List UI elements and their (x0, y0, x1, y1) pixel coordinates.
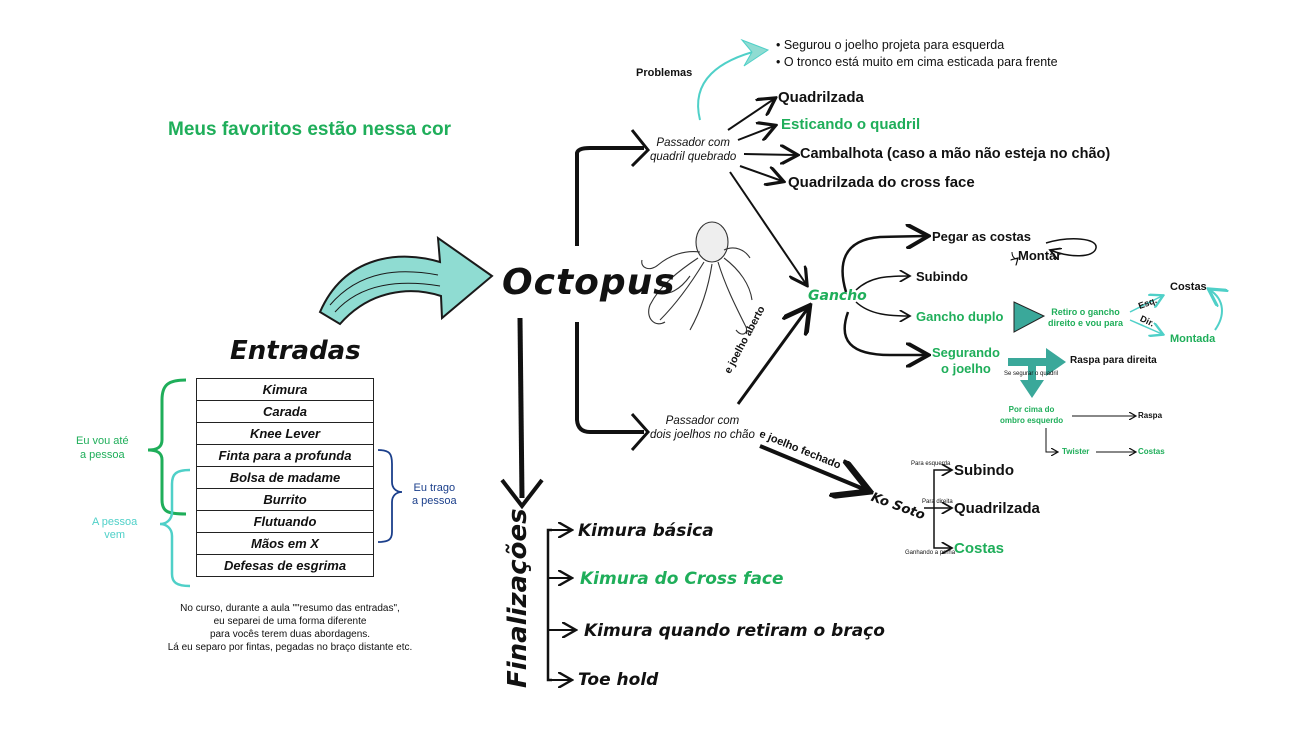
raspa-label: Raspa (1138, 411, 1163, 420)
ko-soto-note: Para esquerda (911, 461, 951, 467)
favorites-note: Meus favoritos estão nessa cor (168, 119, 451, 140)
problems-label: Problemas (636, 67, 693, 79)
ko-soto-costas: Costas (954, 540, 1005, 557)
problem-item: • O tronco está muito em cima esticada p… (776, 55, 1058, 69)
gancho-pegar-costas: Pegar as costas (932, 229, 1032, 244)
footnote-line: No curso, durante a aula ""resumo das en… (180, 603, 400, 614)
bracket-label-vem: A pessoa vem (92, 516, 138, 541)
footnote-line: para vocês terem duas abordagens. (209, 629, 371, 640)
option-esticando-quadril: Esticando o quadril (781, 116, 921, 133)
footnote-line: Lá eu separo por fintas, pegadas no braç… (167, 642, 413, 653)
passador-quadril-label: Passador com quadril quebrado (650, 137, 737, 163)
table-row: Defesas de esgrima (196, 554, 374, 577)
table-row: Flutuando (196, 510, 374, 533)
entradas-footnote: No curso, durante a aula ""resumo das en… (150, 602, 430, 654)
entrada-cell: Knee Lever (196, 422, 374, 445)
option-quadrilzada: Quadrilzada (778, 89, 864, 106)
ko-soto-note: Ganhando a perna (905, 550, 956, 556)
ko-soto-quadrilzada: Quadrilzada (954, 500, 1040, 517)
entrada-cell: Defesas de esgrima (196, 554, 374, 577)
entradas-table: Kimura Carada Knee Lever Finta para a pr… (196, 378, 374, 577)
table-row: Kimura (196, 378, 374, 401)
entrada-cell: Finta para a profunda (196, 444, 374, 467)
finalizacao-item: Toe hold (578, 670, 659, 690)
bracket-label-trago: Eu trago a pessoa (412, 482, 457, 507)
center-title: Octopus (502, 262, 676, 303)
entradas-title: Entradas (230, 336, 361, 366)
problem-item: • Segurou o joelho projeta para esquerda (776, 38, 1005, 52)
twister-label: Twister (1062, 447, 1090, 456)
gancho-subindo: Subindo (916, 269, 968, 284)
gancho-duplo-note: Retiro o gancho direito e vou para (1048, 307, 1124, 328)
twister-costas-label: Costas (1138, 447, 1165, 456)
gancho-montar: Montar (1018, 248, 1062, 263)
table-row: Mãos em X (196, 532, 374, 555)
footnote-line: eu separei de uma forma diferente (213, 616, 367, 627)
se-segurar-note: Se segurar o quadril (1004, 371, 1059, 377)
entrada-cell: Mãos em X (196, 532, 374, 555)
entrada-cell: Kimura (196, 378, 374, 401)
raspa-direita: Raspa para direita (1070, 355, 1157, 366)
por-cima-ombro: Por cima do ombro esquerdo (1000, 405, 1064, 425)
gancho-duplo: Gancho duplo (916, 309, 1004, 324)
ko-soto-note: Para direita (922, 499, 953, 505)
ko-soto-subindo: Subindo (954, 462, 1014, 479)
table-row: Finta para a profunda (196, 444, 374, 467)
costas-label: Costas (1170, 281, 1207, 293)
finalizacoes-title: Finalizações (503, 508, 533, 688)
table-row: Carada (196, 400, 374, 423)
finalizacao-item: Kimura do Cross face (580, 569, 784, 589)
finalizacao-item: Kimura quando retiram o braço (584, 621, 885, 641)
entrada-cell: Carada (196, 400, 374, 423)
bracket-label-vou: Eu vou até a pessoa (76, 435, 129, 461)
finalizacao-item: Kimura básica (578, 521, 714, 541)
octopus-icon (641, 221, 753, 335)
montada-label: Montada (1170, 333, 1216, 345)
option-quadrilzada-cross: Quadrilzada do cross face (788, 174, 975, 191)
table-row: Knee Lever (196, 422, 374, 445)
entrada-cell: Flutuando (196, 510, 374, 533)
entrada-cell: Burrito (196, 488, 374, 511)
table-row: Burrito (196, 488, 374, 511)
entry-arrow-icon (318, 235, 494, 326)
passador-joelhos-label: Passador com dois joelhos no chão (650, 415, 755, 441)
table-row: Bolsa de madame (196, 466, 374, 489)
option-cambalhota: Cambalhota (caso a mão não esteja no chã… (800, 146, 1111, 162)
gancho-segurando-joelho: Segurando o joelho (932, 345, 1000, 376)
gancho-label: Gancho (808, 288, 867, 304)
entrada-cell: Bolsa de madame (196, 466, 374, 489)
